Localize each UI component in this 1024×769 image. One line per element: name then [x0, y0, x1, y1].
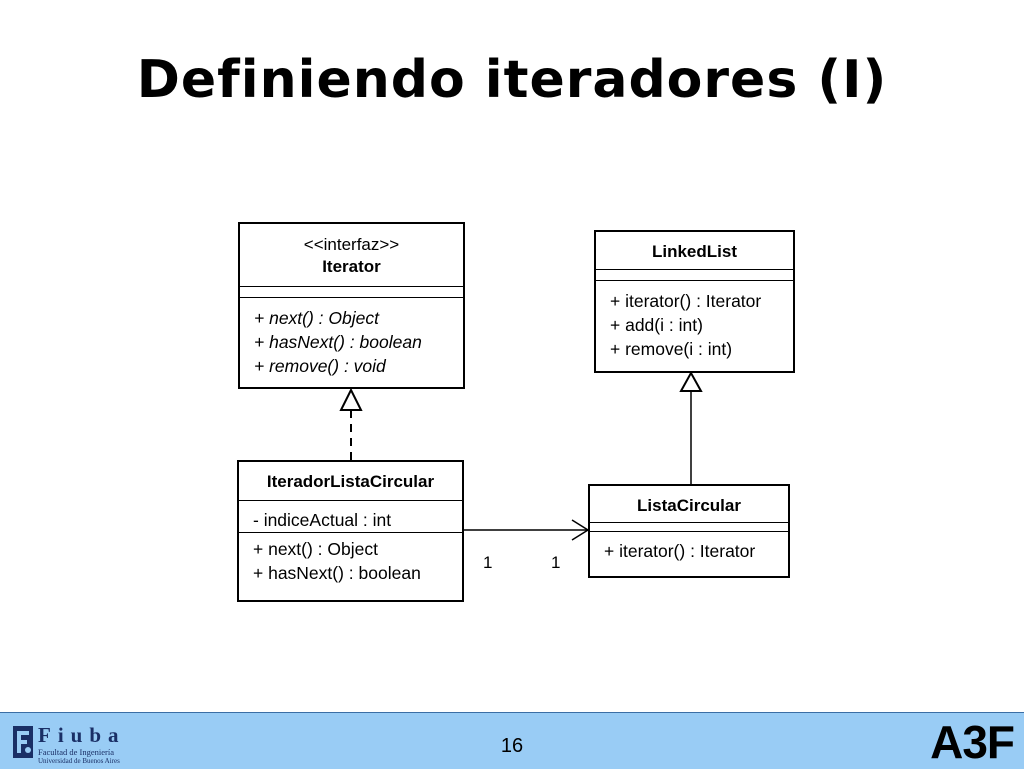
class-name: ListaCircular: [637, 496, 741, 515]
slide-title: Definiendo iteradores (I): [136, 50, 888, 110]
source-multiplicity: 1: [483, 553, 493, 572]
method: + hasNext() : boolean: [254, 332, 422, 352]
class-stereotype: <<interfaz>>: [303, 235, 400, 254]
uml-connectors: [339, 370, 703, 541]
brand-mark: A3F: [930, 716, 1015, 768]
attributes-compartment: [240, 286, 463, 297]
logo-name: Fiuba: [38, 723, 126, 747]
class-lista-circular: ListaCircular + iterator() : Iterator: [588, 484, 790, 578]
realization-arrowhead: [339, 387, 363, 411]
class-header: LinkedList: [596, 232, 793, 269]
method: + remove() : void: [254, 356, 386, 376]
method: + next() : Object: [254, 308, 379, 328]
class-name: Iterator: [322, 257, 381, 276]
class-header: ListaCircular: [590, 486, 788, 522]
methods-compartment: + next() : Object + hasNext() : boolean: [239, 532, 462, 585]
method: + remove(i : int): [610, 339, 733, 359]
method: + hasNext() : boolean: [253, 563, 421, 583]
page-number: 16: [500, 735, 524, 757]
logo-university: Universidad de Buenos Aires: [38, 757, 120, 765]
fiuba-crest-icon: [13, 726, 33, 758]
logo-faculty: Facultad de Ingeniería: [38, 747, 114, 757]
target-multiplicity: 1: [551, 553, 561, 572]
generalization-arrowhead: [679, 370, 703, 392]
methods-compartment: + next() : Object + hasNext() : boolean …: [240, 297, 463, 378]
attributes-compartment: [596, 269, 793, 280]
method: + add(i : int): [610, 315, 703, 335]
class-name: LinkedList: [651, 242, 737, 261]
attributes-compartment: - indiceActual : int: [239, 500, 462, 532]
method: + iterator() : Iterator: [604, 541, 756, 561]
methods-compartment: + iterator() : Iterator + add(i : int) +…: [596, 280, 793, 361]
class-iterador-lista-circular: IteradorListaCircular - indiceActual : i…: [237, 460, 464, 602]
method: + iterator() : Iterator: [610, 291, 762, 311]
class-header: IteradorListaCircular: [239, 462, 462, 500]
methods-compartment: + iterator() : Iterator: [590, 531, 788, 563]
attributes-compartment: [590, 522, 788, 531]
class-iterator: <<interfaz>> Iterator + next() : Object …: [238, 222, 465, 389]
fiuba-logo: Fiuba Facultad de Ingeniería Universidad…: [12, 723, 142, 765]
method: + next() : Object: [253, 539, 378, 559]
class-name: IteradorListaCircular: [266, 472, 435, 491]
attribute: - indiceActual : int: [253, 510, 392, 530]
class-header: <<interfaz>> Iterator: [240, 224, 463, 286]
class-linkedlist: LinkedList + iterator() : Iterator + add…: [594, 230, 795, 373]
slide-footer: Fiuba Facultad de Ingeniería Universidad…: [0, 712, 1024, 769]
